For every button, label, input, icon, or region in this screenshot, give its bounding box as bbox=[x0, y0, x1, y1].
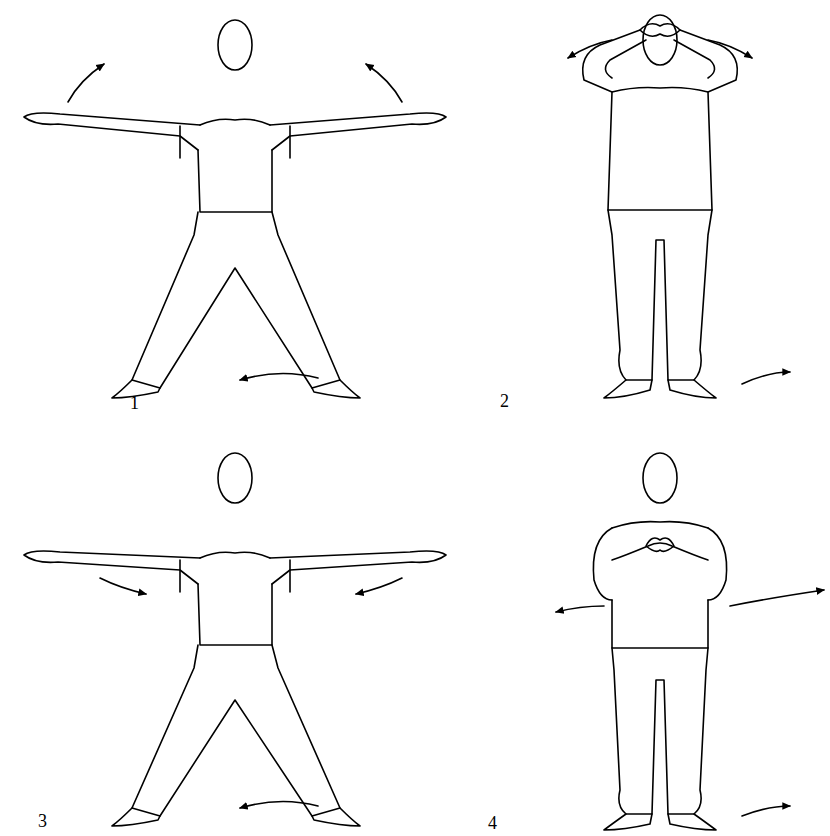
callout-number: 2 bbox=[500, 392, 509, 410]
figure-arms-lower bbox=[24, 453, 446, 826]
figure-arms-raise bbox=[24, 20, 446, 398]
callout-number: 3 bbox=[38, 812, 47, 830]
figure-hands-at-chest bbox=[556, 453, 824, 830]
figure-hands-on-head bbox=[568, 15, 790, 398]
callout-number: 1 bbox=[130, 394, 139, 412]
callout-number: 4 bbox=[488, 814, 497, 832]
